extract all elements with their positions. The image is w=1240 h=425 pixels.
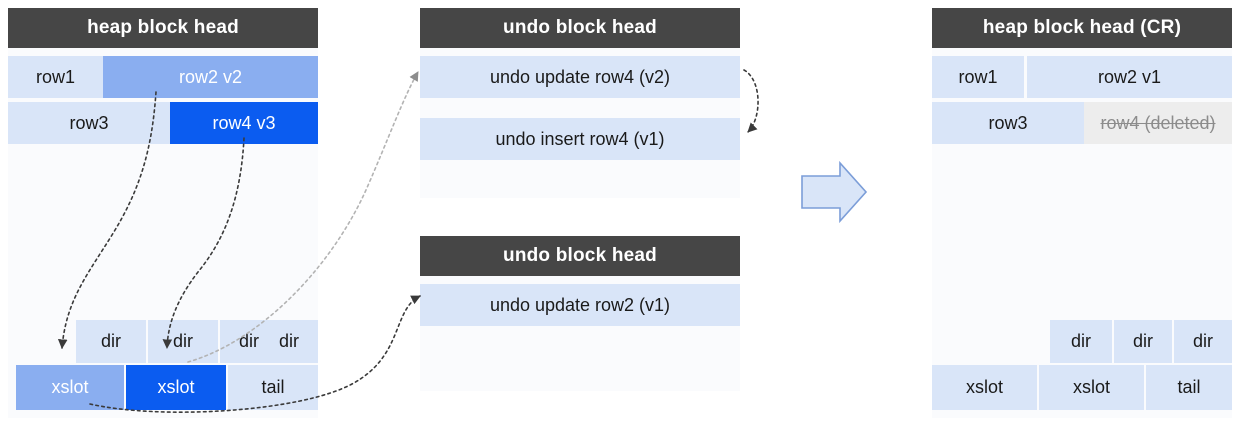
heap-block-cr-panel: heap block head (CR) row1 row2 v1 row3 r… xyxy=(932,8,1232,418)
undo-block-2-header: undo block head xyxy=(420,236,740,276)
heap-block-panel: heap block head row1 row2 v2 row3 row4 v… xyxy=(8,8,318,418)
cr-tail: tail xyxy=(1146,365,1232,410)
cr-cell-row1: row1 xyxy=(932,56,1024,98)
undo-record-insert-row4-v1: undo insert row4 (v1) xyxy=(420,118,740,160)
heap-cell-row4-v3: row4 v3 xyxy=(170,102,318,144)
cr-xslot-1: xslot xyxy=(932,365,1037,410)
cr-dir-cell-2: dir xyxy=(1114,320,1172,363)
cr-cell-row2-v1: row2 v1 xyxy=(1027,56,1232,98)
undo-block-1-header: undo block head xyxy=(420,8,740,48)
heap-cell-row3: row3 xyxy=(8,102,170,144)
cr-cell-row4-deleted: row4 (deleted) xyxy=(1084,102,1232,144)
heap-block-cr-header: heap block head (CR) xyxy=(932,8,1232,48)
cr-dir-cell-3: dir xyxy=(1174,320,1232,363)
cr-cell-row3: row3 xyxy=(932,102,1084,144)
heap-dir-cell-1: dir xyxy=(76,320,146,363)
undo-record-update-row2-v1: undo update row2 (v1) xyxy=(420,284,740,326)
heap-tail: tail xyxy=(228,365,318,410)
heap-xslot-1: xslot xyxy=(16,365,124,410)
transform-arrow xyxy=(801,160,868,224)
heap-xslot-2: xslot xyxy=(126,365,226,410)
undo-block-2-panel: undo block head undo update row2 (v1) xyxy=(420,236,740,391)
heap-block-header: heap block head xyxy=(8,8,318,48)
heap-cell-row1: row1 xyxy=(8,56,103,98)
heap-dir-cell-4: dir xyxy=(260,320,318,363)
cr-dir-cell-1: dir xyxy=(1050,320,1112,363)
link-undo-v2-to-undo-v1 xyxy=(743,69,759,133)
heap-dir-cell-2: dir xyxy=(148,320,218,363)
cr-xslot-2: xslot xyxy=(1039,365,1144,410)
heap-cell-row2-v2: row2 v2 xyxy=(103,56,318,98)
undo-block-1-panel: undo block head undo update row4 (v2) un… xyxy=(420,8,740,198)
undo-record-update-row4-v2: undo update row4 (v2) xyxy=(420,56,740,98)
